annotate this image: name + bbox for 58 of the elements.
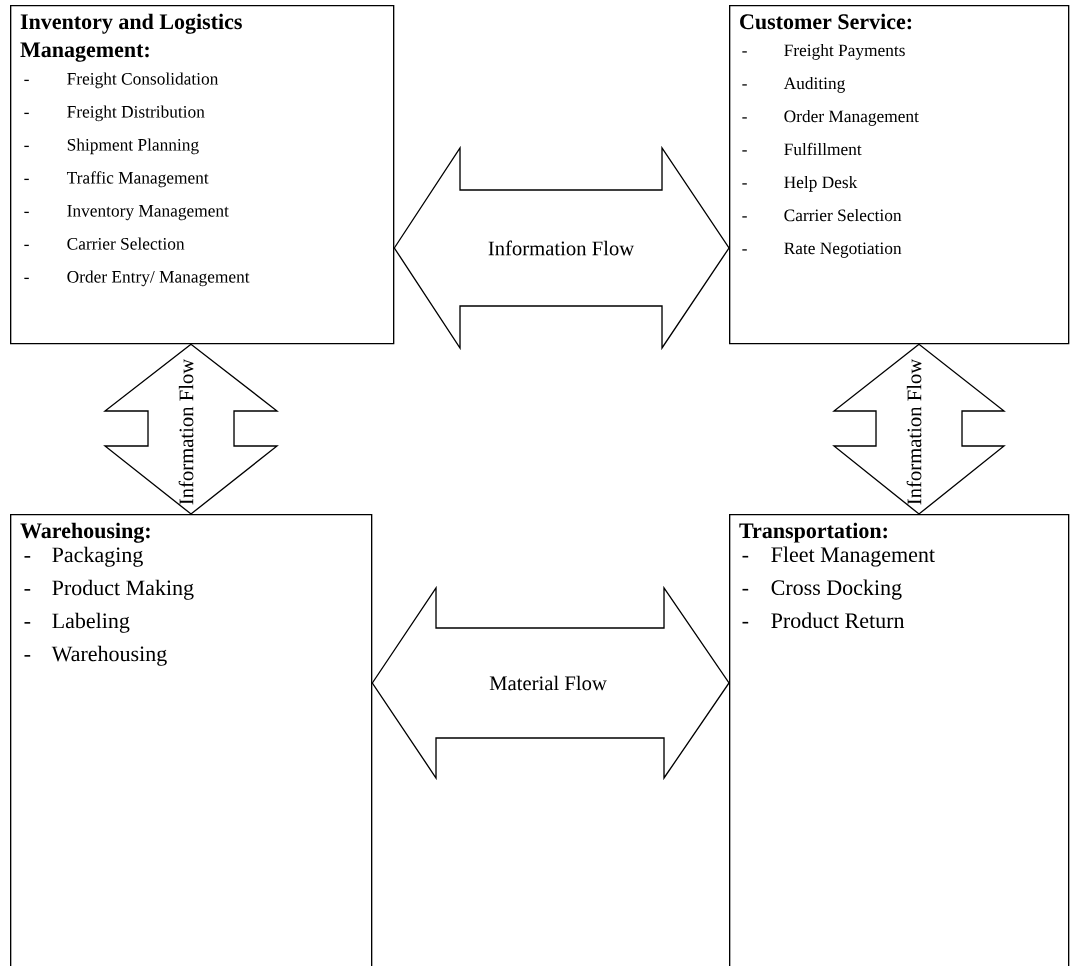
list-item: Rate Negotiation xyxy=(784,242,902,258)
text-box xyxy=(729,5,1070,345)
list-item: Help Desk xyxy=(784,175,858,192)
list-item: Carrier Selection xyxy=(67,237,185,250)
bullet-dash: - xyxy=(742,183,747,185)
bullet-dash: - xyxy=(24,145,29,148)
bullet-dash: - xyxy=(24,79,29,82)
edge-label: Information Flow xyxy=(488,240,635,256)
bullet-dash: - xyxy=(742,249,747,251)
list-item: Order Management xyxy=(784,109,919,126)
list-item: Freight Payments xyxy=(784,43,905,60)
bullet-dash: - xyxy=(24,556,31,558)
bullet-dash: - xyxy=(24,277,29,280)
text-box xyxy=(10,514,373,966)
bullet-dash: - xyxy=(24,112,29,115)
list-item: Cross Docking xyxy=(771,579,902,600)
list-item: Packaging xyxy=(52,546,143,567)
bullet-dash: - xyxy=(742,117,747,119)
edge-label: Information Flow xyxy=(906,358,922,505)
bullet-dash: - xyxy=(742,150,747,152)
heading: Inventory and Logistics Management: xyxy=(20,13,242,62)
list-item: Order Entry/ Management xyxy=(67,270,250,287)
text-box xyxy=(729,514,1070,966)
block-arrow xyxy=(103,343,279,515)
list-item: Freight Consolidation xyxy=(67,72,219,89)
block-arrow xyxy=(393,145,730,351)
bullet-dash: - xyxy=(24,244,29,247)
list-item: Fulfillment xyxy=(784,142,862,156)
list-item: Warehousing xyxy=(51,645,167,666)
heading: Transportation: xyxy=(739,522,887,543)
text-box xyxy=(10,5,395,345)
bullet-dash: - xyxy=(24,589,31,591)
bullet-dash: - xyxy=(742,51,747,53)
bullet-dash: - xyxy=(24,178,29,181)
block-arrow xyxy=(832,343,1006,515)
list-item: Shipment Planning xyxy=(67,138,199,155)
edge-label: Material Flow xyxy=(489,675,607,691)
list-item: Labeling xyxy=(52,612,130,633)
bullet-dash: - xyxy=(24,655,31,657)
list-item: Inventory Management xyxy=(67,205,229,221)
bullet-dash: - xyxy=(24,622,31,624)
list-item: Auditing xyxy=(783,76,845,93)
bullet-dash: - xyxy=(24,211,29,214)
heading: Warehousing: xyxy=(20,522,150,543)
list-item: Carrier Selection xyxy=(784,208,902,222)
heading: Customer Service: xyxy=(740,13,912,30)
edge-label: Information Flow xyxy=(178,358,194,505)
bullet-dash: - xyxy=(742,588,749,591)
bullet-dash: - xyxy=(742,555,749,558)
list-item: Traffic Management xyxy=(67,171,209,188)
list-item: Product Making xyxy=(52,579,194,600)
list-item: Freight Distribution xyxy=(67,105,205,122)
block-arrow xyxy=(371,585,730,781)
list-item: Product Return xyxy=(771,612,905,629)
bullet-dash: - xyxy=(742,84,747,86)
bullet-dash: - xyxy=(742,621,749,624)
bullet-dash: - xyxy=(742,216,747,218)
list-item: Fleet Management xyxy=(771,546,935,567)
